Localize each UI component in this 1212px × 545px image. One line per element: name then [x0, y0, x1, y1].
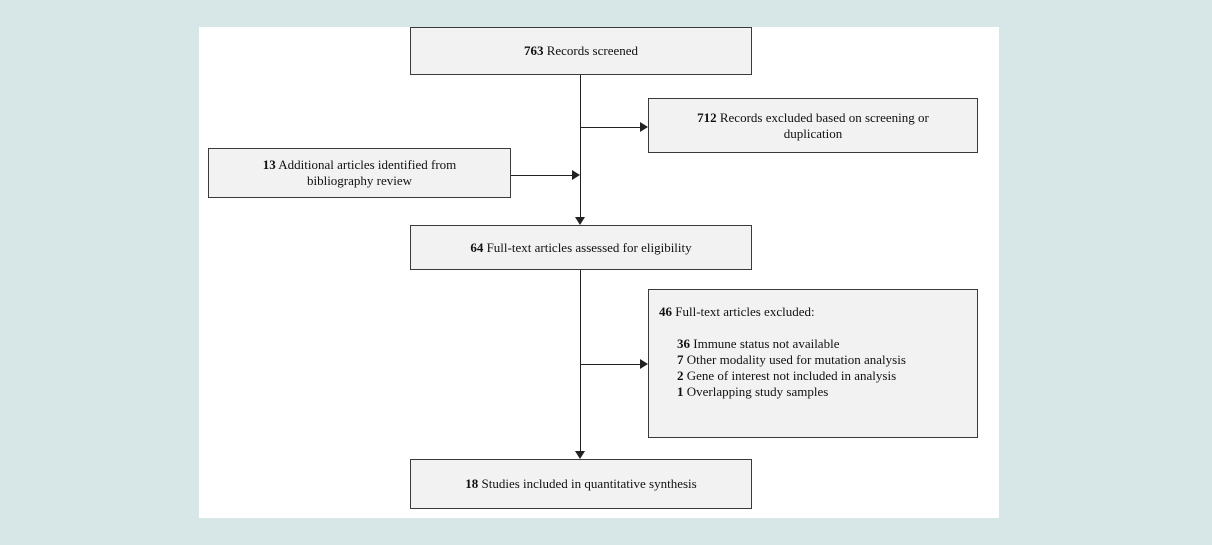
additional-articles-count: 13: [262, 157, 276, 172]
arrow-to-included: [575, 451, 585, 459]
exclusion-reason: 2 Gene of interest not included in analy…: [659, 368, 896, 384]
records-screened-count: 763: [523, 43, 544, 58]
records-screened-box: 763 Records screened: [410, 27, 752, 75]
exclusion-reason-count: 7: [677, 352, 684, 367]
exclusion-reason-count: 36: [677, 336, 690, 351]
arrow-to-excluded: [640, 122, 648, 132]
fulltext-excluded-box: 46 Full-text articles excluded: 36 Immun…: [648, 289, 978, 438]
connector-from-additional: [511, 175, 572, 176]
records-excluded-count: 712: [697, 109, 717, 125]
exclusion-reason-count: 1: [677, 384, 684, 399]
exclusion-reason-label: Immune status not available: [693, 336, 840, 351]
arrow-to-assessed: [575, 217, 585, 225]
records-excluded-label-2: duplication: [783, 125, 843, 141]
fulltext-excluded-label: Full-text articles excluded:: [675, 304, 815, 319]
connector-to-fulltext-excluded: [580, 364, 640, 365]
studies-included-count: 18: [465, 476, 479, 491]
additional-articles-box: 13 Additional articles identified from b…: [208, 148, 511, 198]
fulltext-assessed-box: 64 Full-text articles assessed for eligi…: [410, 225, 752, 270]
connector-main-bottom: [580, 270, 581, 451]
exclusion-reason-label: Other modality used for mutation analysi…: [686, 352, 906, 367]
exclusion-reason-count: 2: [677, 368, 684, 383]
additional-articles-label-1: Additional articles identified from: [278, 157, 457, 172]
exclusion-reason-label: Overlapping study samples: [686, 384, 829, 399]
studies-included-label: Studies included in quantitative synthes…: [481, 476, 697, 491]
additional-articles-label-2: bibliography review: [306, 173, 413, 188]
exclusion-reason: 1 Overlapping study samples: [659, 384, 828, 400]
exclusion-reason: 36 Immune status not available: [659, 336, 839, 352]
studies-included-box: 18 Studies included in quantitative synt…: [410, 459, 752, 509]
fulltext-excluded-count: 46: [659, 304, 672, 319]
exclusion-reason-label: Gene of interest not included in analysi…: [686, 368, 897, 383]
arrow-from-additional: [572, 170, 580, 180]
connector-main-top: [580, 75, 581, 217]
records-excluded-box: 712 Records excluded based on screening …: [648, 98, 978, 153]
records-excluded-label-1: Records excluded based on screening or: [719, 109, 929, 125]
arrow-to-fulltext-excluded: [640, 359, 648, 369]
flow-diagram-panel: 763 Records screened 712 Records exclude…: [199, 27, 999, 518]
fulltext-assessed-count: 64: [470, 239, 484, 255]
connector-to-excluded: [580, 127, 640, 128]
fulltext-assessed-label: Full-text articles assessed for eligibil…: [486, 239, 692, 255]
records-screened-label: Records screened: [546, 43, 639, 58]
exclusion-reason: 7 Other modality used for mutation analy…: [659, 352, 906, 368]
